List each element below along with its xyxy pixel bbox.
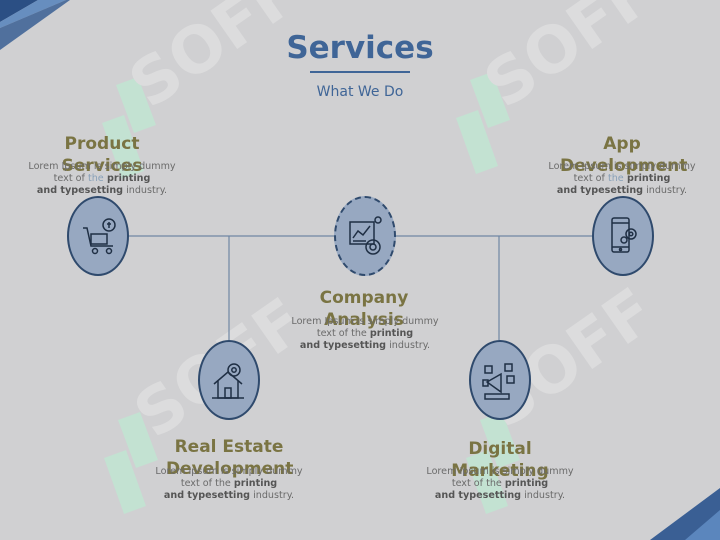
watermark-logo <box>104 412 158 514</box>
service-node-app[interactable] <box>592 196 654 276</box>
shopping-cart-icon <box>83 218 116 255</box>
analytics-board-icon <box>349 216 382 255</box>
house-gear-icon <box>212 363 244 399</box>
service-title-product: Product Services <box>61 134 143 176</box>
watermark-logo <box>102 77 156 179</box>
service-node-digital[interactable] <box>469 340 531 420</box>
service-node-product[interactable] <box>67 196 129 276</box>
service-title-analysis: Company Analysis <box>319 288 409 330</box>
service-desc-product: Lorem Ipsum is simply dummy text of the … <box>28 161 176 196</box>
watermark-logo <box>456 72 510 174</box>
service-title-real-estate: Real Estate Development <box>166 437 294 479</box>
page-subtitle: What We Do <box>316 84 404 100</box>
service-title-digital: Digital Marketing <box>451 439 549 481</box>
title-underline <box>310 71 410 73</box>
watermark-logo <box>466 412 520 514</box>
service-desc-digital: Lorem Ipsum is simply dummy text of the … <box>426 466 574 501</box>
megaphone-social-icon <box>482 363 515 400</box>
service-node-real-estate[interactable] <box>198 340 260 420</box>
page-title: Services <box>286 30 434 66</box>
connector-lines <box>128 235 592 340</box>
corner-band-top-left <box>0 0 70 50</box>
service-title-app: App Development <box>560 134 688 176</box>
service-desc-real-estate: Lorem Ipsum is simply dummy text of the … <box>155 466 303 501</box>
corner-stripe-bottom-right <box>685 510 720 540</box>
service-desc-analysis: Lorem Ipsum is simply dummy text of the … <box>291 316 439 351</box>
service-node-analysis[interactable] <box>334 196 396 276</box>
service-desc-app: Lorem Ipsum is simply dummy text of the … <box>548 161 696 196</box>
mobile-settings-icon <box>611 217 637 253</box>
